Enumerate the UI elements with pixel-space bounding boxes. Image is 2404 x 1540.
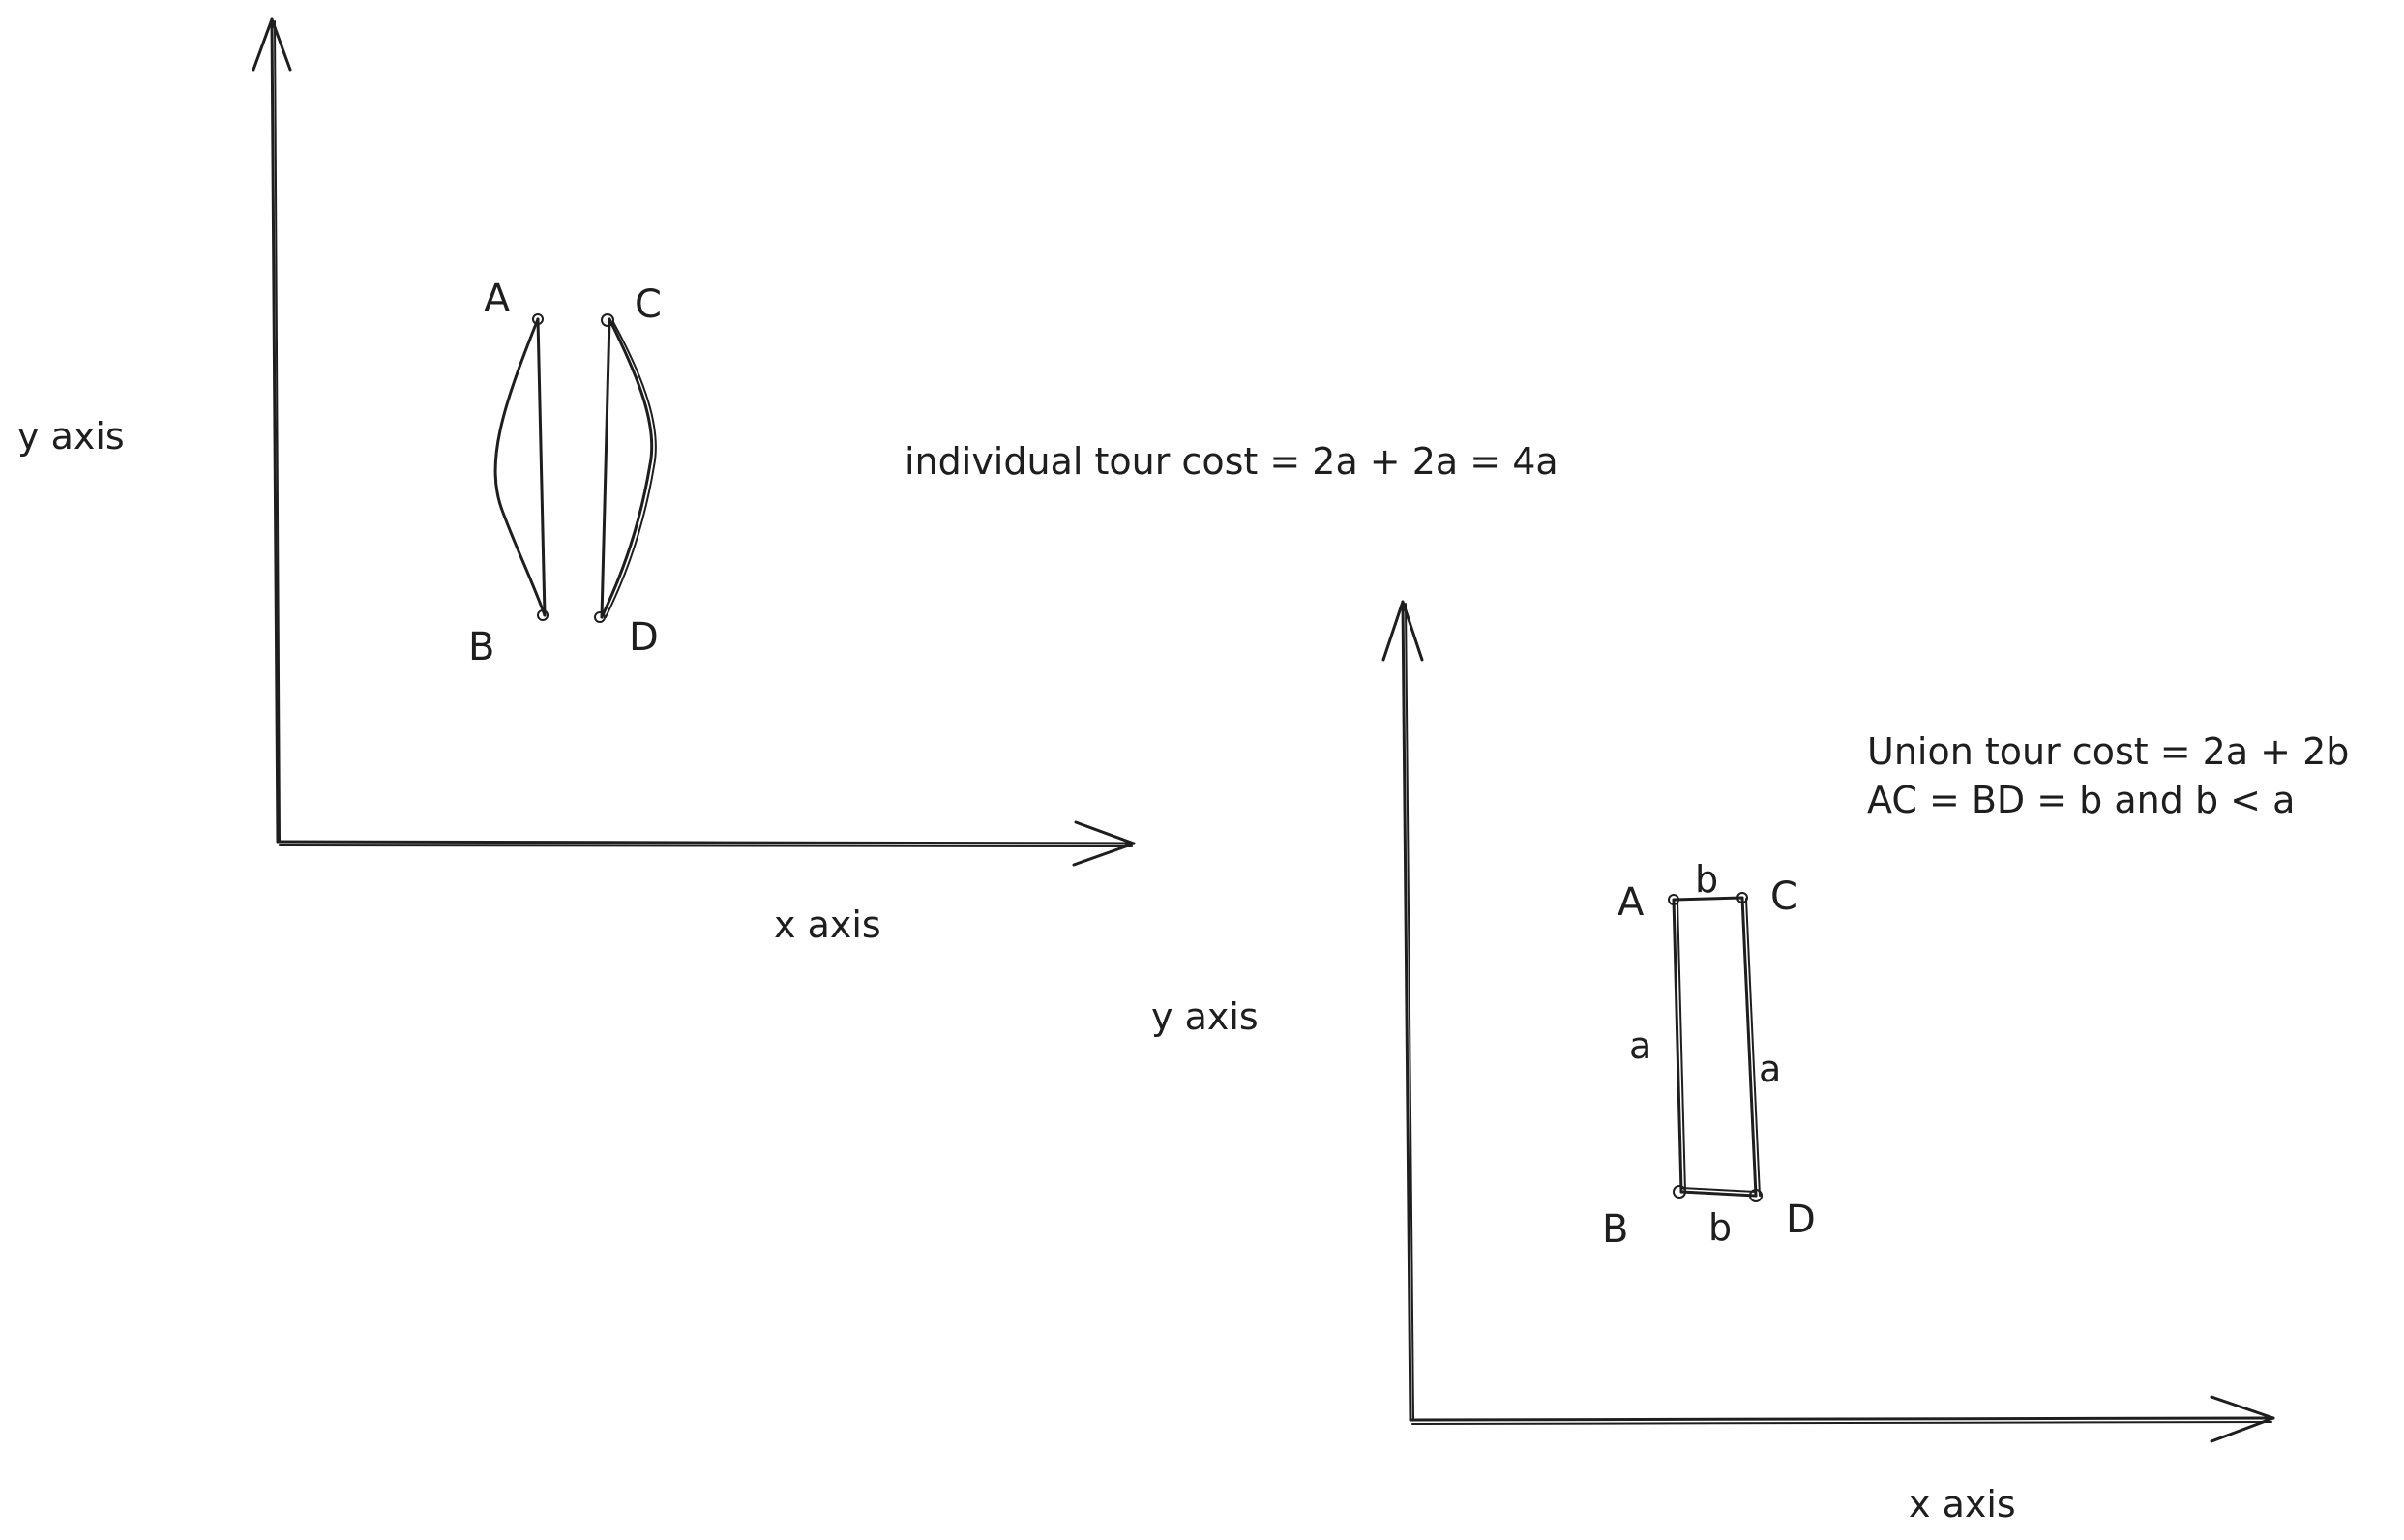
right-diagram: y axis x axis A C B D b b a a Union tour…	[1151, 600, 2349, 1525]
right-cost-caption-line2: AC = BD = b and b < a	[1867, 779, 2295, 821]
right-point-markers	[1668, 892, 1763, 1202]
left-cost-caption: individual tour cost = 2a + 2a = 4a	[905, 440, 1558, 483]
right-union-tour	[1672, 896, 1761, 1198]
right-cost-caption-line1: Union tour cost = 2a + 2b	[1867, 730, 2349, 773]
left-tour-cd	[600, 317, 657, 619]
left-diagram: y axis x axis A C B D individual tour co…	[17, 17, 1558, 946]
left-point-c-label: C	[635, 282, 662, 327]
left-tour-ab	[493, 317, 547, 617]
right-x-axis	[1409, 1395, 2275, 1443]
right-edge-label-bottom: b	[1708, 1206, 1732, 1249]
left-y-axis-label: y axis	[17, 415, 125, 458]
right-point-a-label: A	[1618, 880, 1645, 925]
right-edge-label-right: a	[1759, 1048, 1781, 1090]
right-y-axis	[1381, 600, 1424, 1422]
right-x-axis-label: x axis	[1909, 1483, 2016, 1525]
left-x-axis-label: x axis	[774, 903, 881, 946]
left-point-markers	[532, 313, 614, 623]
left-point-d-label: D	[629, 615, 659, 660]
right-edge-label-top: b	[1695, 858, 1718, 901]
left-point-a-label: A	[484, 277, 511, 321]
right-y-axis-label: y axis	[1151, 995, 1259, 1038]
right-point-c-label: C	[1770, 874, 1797, 919]
right-point-b-label: B	[1602, 1207, 1628, 1252]
right-edge-label-left: a	[1629, 1024, 1651, 1067]
right-point-d-label: D	[1786, 1198, 1816, 1242]
left-x-axis	[276, 820, 1136, 867]
left-y-axis	[252, 17, 292, 844]
left-point-b-label: B	[468, 625, 494, 669]
